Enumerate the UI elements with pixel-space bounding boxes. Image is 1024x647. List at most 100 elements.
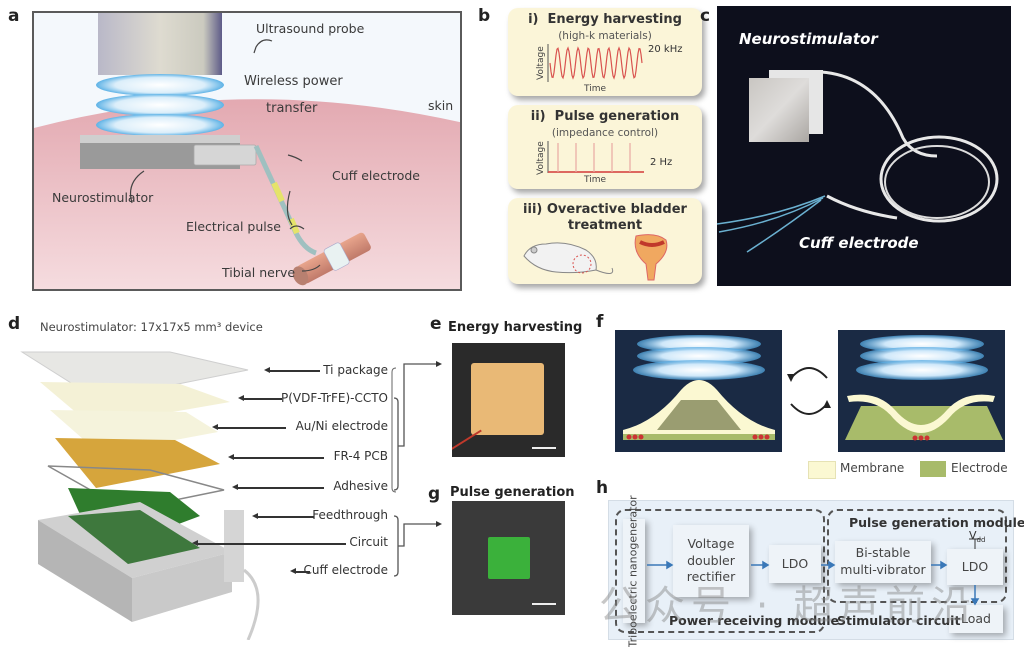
label-skin: skin bbox=[428, 98, 454, 113]
pulse-spikes bbox=[557, 143, 631, 172]
block-ldo-2: LDO bbox=[947, 549, 1003, 585]
cycle-arrow-bottom bbox=[790, 403, 828, 415]
pointer-arrow bbox=[264, 367, 320, 373]
sine-wave-plot bbox=[547, 44, 643, 82]
x-axis-label: Time bbox=[584, 175, 607, 185]
label-cuff-electrode: Cuff electrode bbox=[332, 168, 421, 183]
ultrasound-probe bbox=[98, 13, 222, 75]
pulse-generation-module-frame bbox=[827, 509, 1007, 603]
label-transfer: transfer bbox=[266, 101, 318, 116]
layer-label: Feedthrough bbox=[312, 508, 388, 522]
card-title: iii) Overactive bladder bbox=[523, 202, 687, 217]
bracket-outer bbox=[391, 367, 397, 493]
energy-harvester-photo bbox=[452, 343, 565, 457]
x-axis-label: Time bbox=[584, 84, 607, 94]
pointer-arrow bbox=[192, 540, 346, 546]
stimulator-circuit-label: Stimulator circuit bbox=[837, 613, 961, 628]
card-subtitle: (high-k materials) bbox=[558, 30, 652, 42]
card-bladder-treatment: iii) Overactive bladder treatment bbox=[508, 198, 702, 284]
sine-wave bbox=[549, 46, 643, 80]
card-subtitle: (impedance control) bbox=[551, 127, 659, 139]
ultrasound-wave-2 bbox=[96, 94, 224, 116]
layer-label: Cuff electrode bbox=[303, 563, 388, 577]
exploded-view-svg bbox=[20, 351, 260, 640]
membrane-flexed bbox=[847, 394, 995, 433]
power-module-label: Power receiving module bbox=[669, 613, 839, 628]
rat-bladder-illustration bbox=[523, 234, 668, 281]
cuff-lead bbox=[243, 568, 260, 640]
feedthrough-block bbox=[224, 510, 244, 582]
pointer-arrow bbox=[232, 484, 324, 490]
y-axis-label: Voltage bbox=[536, 141, 546, 175]
panel-c-photo: Neurostimulator Cuff electrode bbox=[717, 6, 1011, 286]
contact-separation-svg bbox=[615, 330, 1005, 452]
target-marker bbox=[572, 254, 592, 274]
harvester-film bbox=[471, 363, 544, 435]
panel-e-title: Energy harvesting bbox=[448, 320, 583, 335]
bracket-connectors bbox=[393, 361, 442, 577]
device-photo-svg bbox=[717, 70, 999, 253]
label-wireless-power: Wireless power bbox=[244, 74, 343, 89]
pointer-arrow bbox=[212, 424, 286, 430]
pointer-arrow bbox=[252, 513, 314, 519]
implant-scene-svg bbox=[34, 13, 460, 289]
cuff-wires bbox=[717, 195, 826, 225]
panel-letter-d: d bbox=[8, 314, 21, 334]
block-load: Load bbox=[949, 605, 1003, 633]
pulse-circuit-photo bbox=[452, 501, 565, 615]
block-teng: Triboelectric nanogenerator bbox=[623, 495, 645, 647]
ultrasound-wave-1 bbox=[96, 74, 224, 96]
ultrasound-wave-3 bbox=[96, 114, 224, 136]
card-energy-harvesting: i) Energy harvesting (high-k materials) … bbox=[508, 8, 702, 96]
panel-letter-f: f bbox=[596, 312, 604, 332]
panel-letter-e: e bbox=[430, 314, 442, 334]
layer-label: Ti package bbox=[323, 363, 388, 377]
ti-package bbox=[749, 78, 809, 142]
vdd-label: Vdd bbox=[969, 529, 986, 545]
bracket-energy bbox=[393, 397, 399, 491]
pulse-module-label: Pulse generation module bbox=[849, 515, 1024, 530]
pointer-arrow bbox=[290, 568, 310, 574]
rat-icon bbox=[523, 242, 597, 274]
card-title: i) Energy harvesting bbox=[528, 12, 682, 27]
layer-label: FR-4 PCB bbox=[333, 449, 388, 463]
power-receiving-module-frame bbox=[615, 509, 825, 633]
panel-letter-g: g bbox=[428, 484, 441, 504]
label-ultrasound-probe: Ultrasound probe bbox=[256, 21, 365, 36]
circuit-board bbox=[488, 537, 530, 579]
pointer-arrow bbox=[238, 395, 282, 401]
panel-letter-a: a bbox=[8, 6, 20, 26]
label-neurostimulator: Neurostimulator bbox=[52, 190, 154, 205]
label-tibial-nerve: Tibial nerve bbox=[222, 265, 296, 280]
card-title-line2: treatment bbox=[567, 218, 643, 233]
signal-arrows bbox=[647, 538, 981, 606]
panel-letter-c: c bbox=[700, 6, 711, 26]
red-wire bbox=[452, 429, 482, 451]
panel-g-title: Pulse generation bbox=[450, 485, 575, 500]
layer-label: Au/Ni electrode bbox=[295, 419, 388, 433]
pointer-arrow bbox=[228, 454, 324, 460]
legend-label-electrode: Electrode bbox=[951, 461, 1008, 475]
feedthrough-tab bbox=[193, 144, 257, 166]
frequency-label: 20 kHz bbox=[648, 44, 683, 55]
neurostimulator-top bbox=[80, 135, 240, 143]
scale-bar bbox=[532, 603, 556, 605]
device-dimensions: Neurostimulator: 17x17x5 mm³ device bbox=[40, 320, 263, 334]
watermark-text: 公众号 · 超声前沿 bbox=[599, 583, 978, 629]
pulse-segment-1 bbox=[271, 181, 285, 203]
layer-fr4-pcb bbox=[55, 438, 220, 488]
photo-label-neurostimulator: Neurostimulator bbox=[739, 30, 878, 48]
scale-bar bbox=[532, 447, 556, 449]
cycle-arrow-top bbox=[790, 367, 828, 379]
card-pulse-generation: ii) Pulse generation (impedance control)… bbox=[508, 105, 702, 189]
pulse-train-plot bbox=[547, 141, 644, 173]
bracket-pulse bbox=[393, 515, 399, 577]
tibial-nerve bbox=[292, 232, 371, 286]
layer-label: Adhesive bbox=[333, 479, 388, 493]
photo-label-cuff-electrode: Cuff electrode bbox=[799, 234, 919, 252]
block-ldo-1: LDO bbox=[769, 545, 821, 583]
legend-swatch-membrane bbox=[808, 461, 836, 479]
